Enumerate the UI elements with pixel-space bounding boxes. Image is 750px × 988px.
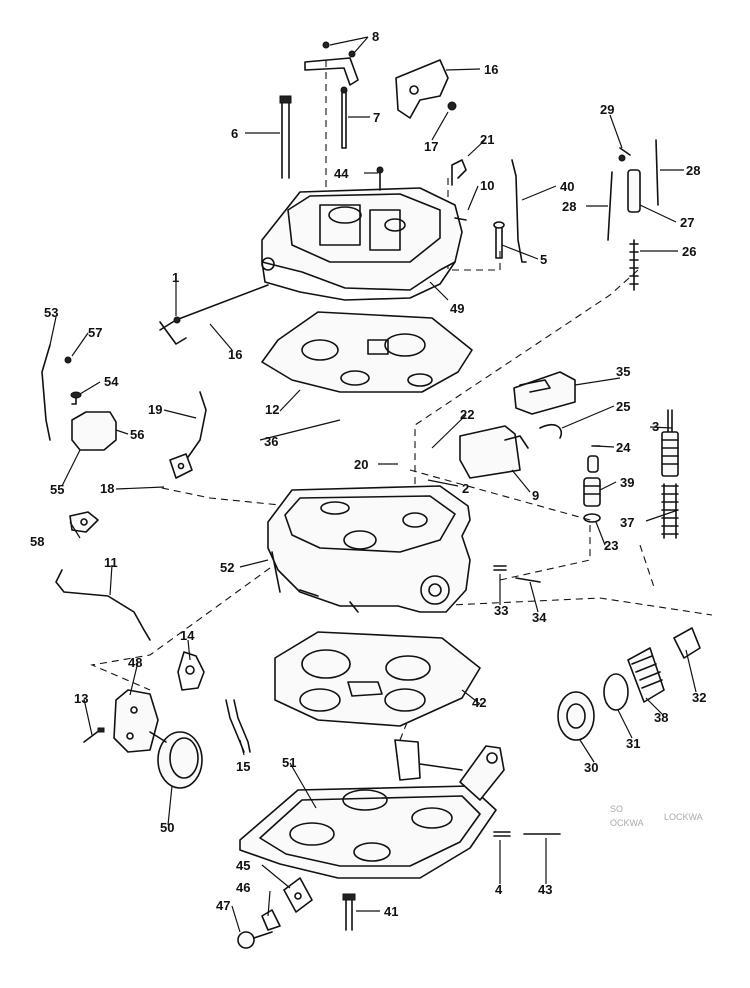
callout-18: 18 xyxy=(100,481,114,496)
callout-34: 34 xyxy=(532,610,547,625)
throttle-body xyxy=(239,739,505,879)
callout-45: 45 xyxy=(236,858,250,873)
callout-40: 40 xyxy=(560,179,574,194)
callout-47: 47 xyxy=(216,898,230,913)
callout-56: 56 xyxy=(130,427,144,442)
callout-16: 16 xyxy=(228,347,242,362)
callout-5: 5 xyxy=(540,252,547,267)
callout-10: 10 xyxy=(480,178,494,193)
callout-28-left: 28 xyxy=(562,199,576,214)
callout-53: 53 xyxy=(44,305,58,320)
callout-22: 22 xyxy=(460,407,474,422)
bleedthrough-text-3: OCKWA xyxy=(610,818,644,828)
callout-49: 49 xyxy=(450,301,464,316)
callout-32: 32 xyxy=(692,690,706,705)
callout-13: 13 xyxy=(74,691,88,706)
callout-17: 17 xyxy=(424,139,438,154)
callout-50: 50 xyxy=(160,820,174,835)
callout-14: 14 xyxy=(180,628,195,643)
callout-30: 30 xyxy=(584,760,598,775)
callout-12: 12 xyxy=(265,402,279,417)
callout-52: 52 xyxy=(220,560,234,575)
callout-38: 38 xyxy=(654,710,668,725)
callout-44: 44 xyxy=(334,166,349,181)
callout-16-top: 16 xyxy=(484,62,498,77)
callout-8: 8 xyxy=(372,29,379,44)
callout-43: 43 xyxy=(538,882,552,897)
callout-11: 11 xyxy=(104,555,118,570)
bottom-fasteners xyxy=(237,877,356,949)
callout-29: 29 xyxy=(600,102,614,117)
left-side-parts xyxy=(41,344,251,789)
callout-55: 55 xyxy=(50,482,64,497)
callout-23: 23 xyxy=(604,538,618,553)
faint-bleedthrough-text: SO LOCKWA OCKWA xyxy=(610,804,703,828)
part-callouts: 1 2 3 4 5 6 7 8 9 10 11 12 13 14 15 16 1… xyxy=(30,29,706,919)
leader-lines xyxy=(49,36,697,933)
callout-20: 20 xyxy=(354,457,368,472)
callout-6: 6 xyxy=(231,126,238,141)
air-horn-assembly xyxy=(261,187,463,301)
callout-19: 19 xyxy=(148,402,162,417)
callout-48: 48 xyxy=(128,655,142,670)
callout-1: 1 xyxy=(172,270,179,285)
callout-36: 36 xyxy=(264,434,278,449)
float-bowl-body xyxy=(267,485,471,613)
bleedthrough-text-1: SO xyxy=(610,804,623,814)
callout-31: 31 xyxy=(626,736,640,751)
callout-39: 39 xyxy=(620,475,634,490)
callout-37: 37 xyxy=(620,515,634,530)
callout-35: 35 xyxy=(616,364,630,379)
gaskets xyxy=(261,311,481,727)
callout-33: 33 xyxy=(494,603,508,618)
callout-54: 54 xyxy=(104,374,119,389)
callout-28: 28 xyxy=(686,163,700,178)
callout-58: 58 xyxy=(30,534,44,549)
callout-3: 3 xyxy=(652,419,659,434)
callout-41: 41 xyxy=(384,904,398,919)
callout-46: 46 xyxy=(236,880,250,895)
callout-25: 25 xyxy=(616,399,630,414)
callout-24: 24 xyxy=(616,440,631,455)
callout-15: 15 xyxy=(236,759,250,774)
callout-42: 42 xyxy=(472,695,486,710)
bleedthrough-text-2: LOCKWA xyxy=(664,812,703,822)
callout-4: 4 xyxy=(495,882,503,897)
right-side-parts xyxy=(459,371,701,837)
top-small-parts xyxy=(159,41,659,345)
callout-51: 51 xyxy=(282,755,296,770)
callout-26: 26 xyxy=(682,244,696,259)
callout-7: 7 xyxy=(373,110,380,125)
callout-2: 2 xyxy=(462,481,469,496)
callout-9: 9 xyxy=(532,488,539,503)
callout-57: 57 xyxy=(88,325,102,340)
callout-21: 21 xyxy=(480,132,494,147)
callout-27: 27 xyxy=(680,215,694,230)
